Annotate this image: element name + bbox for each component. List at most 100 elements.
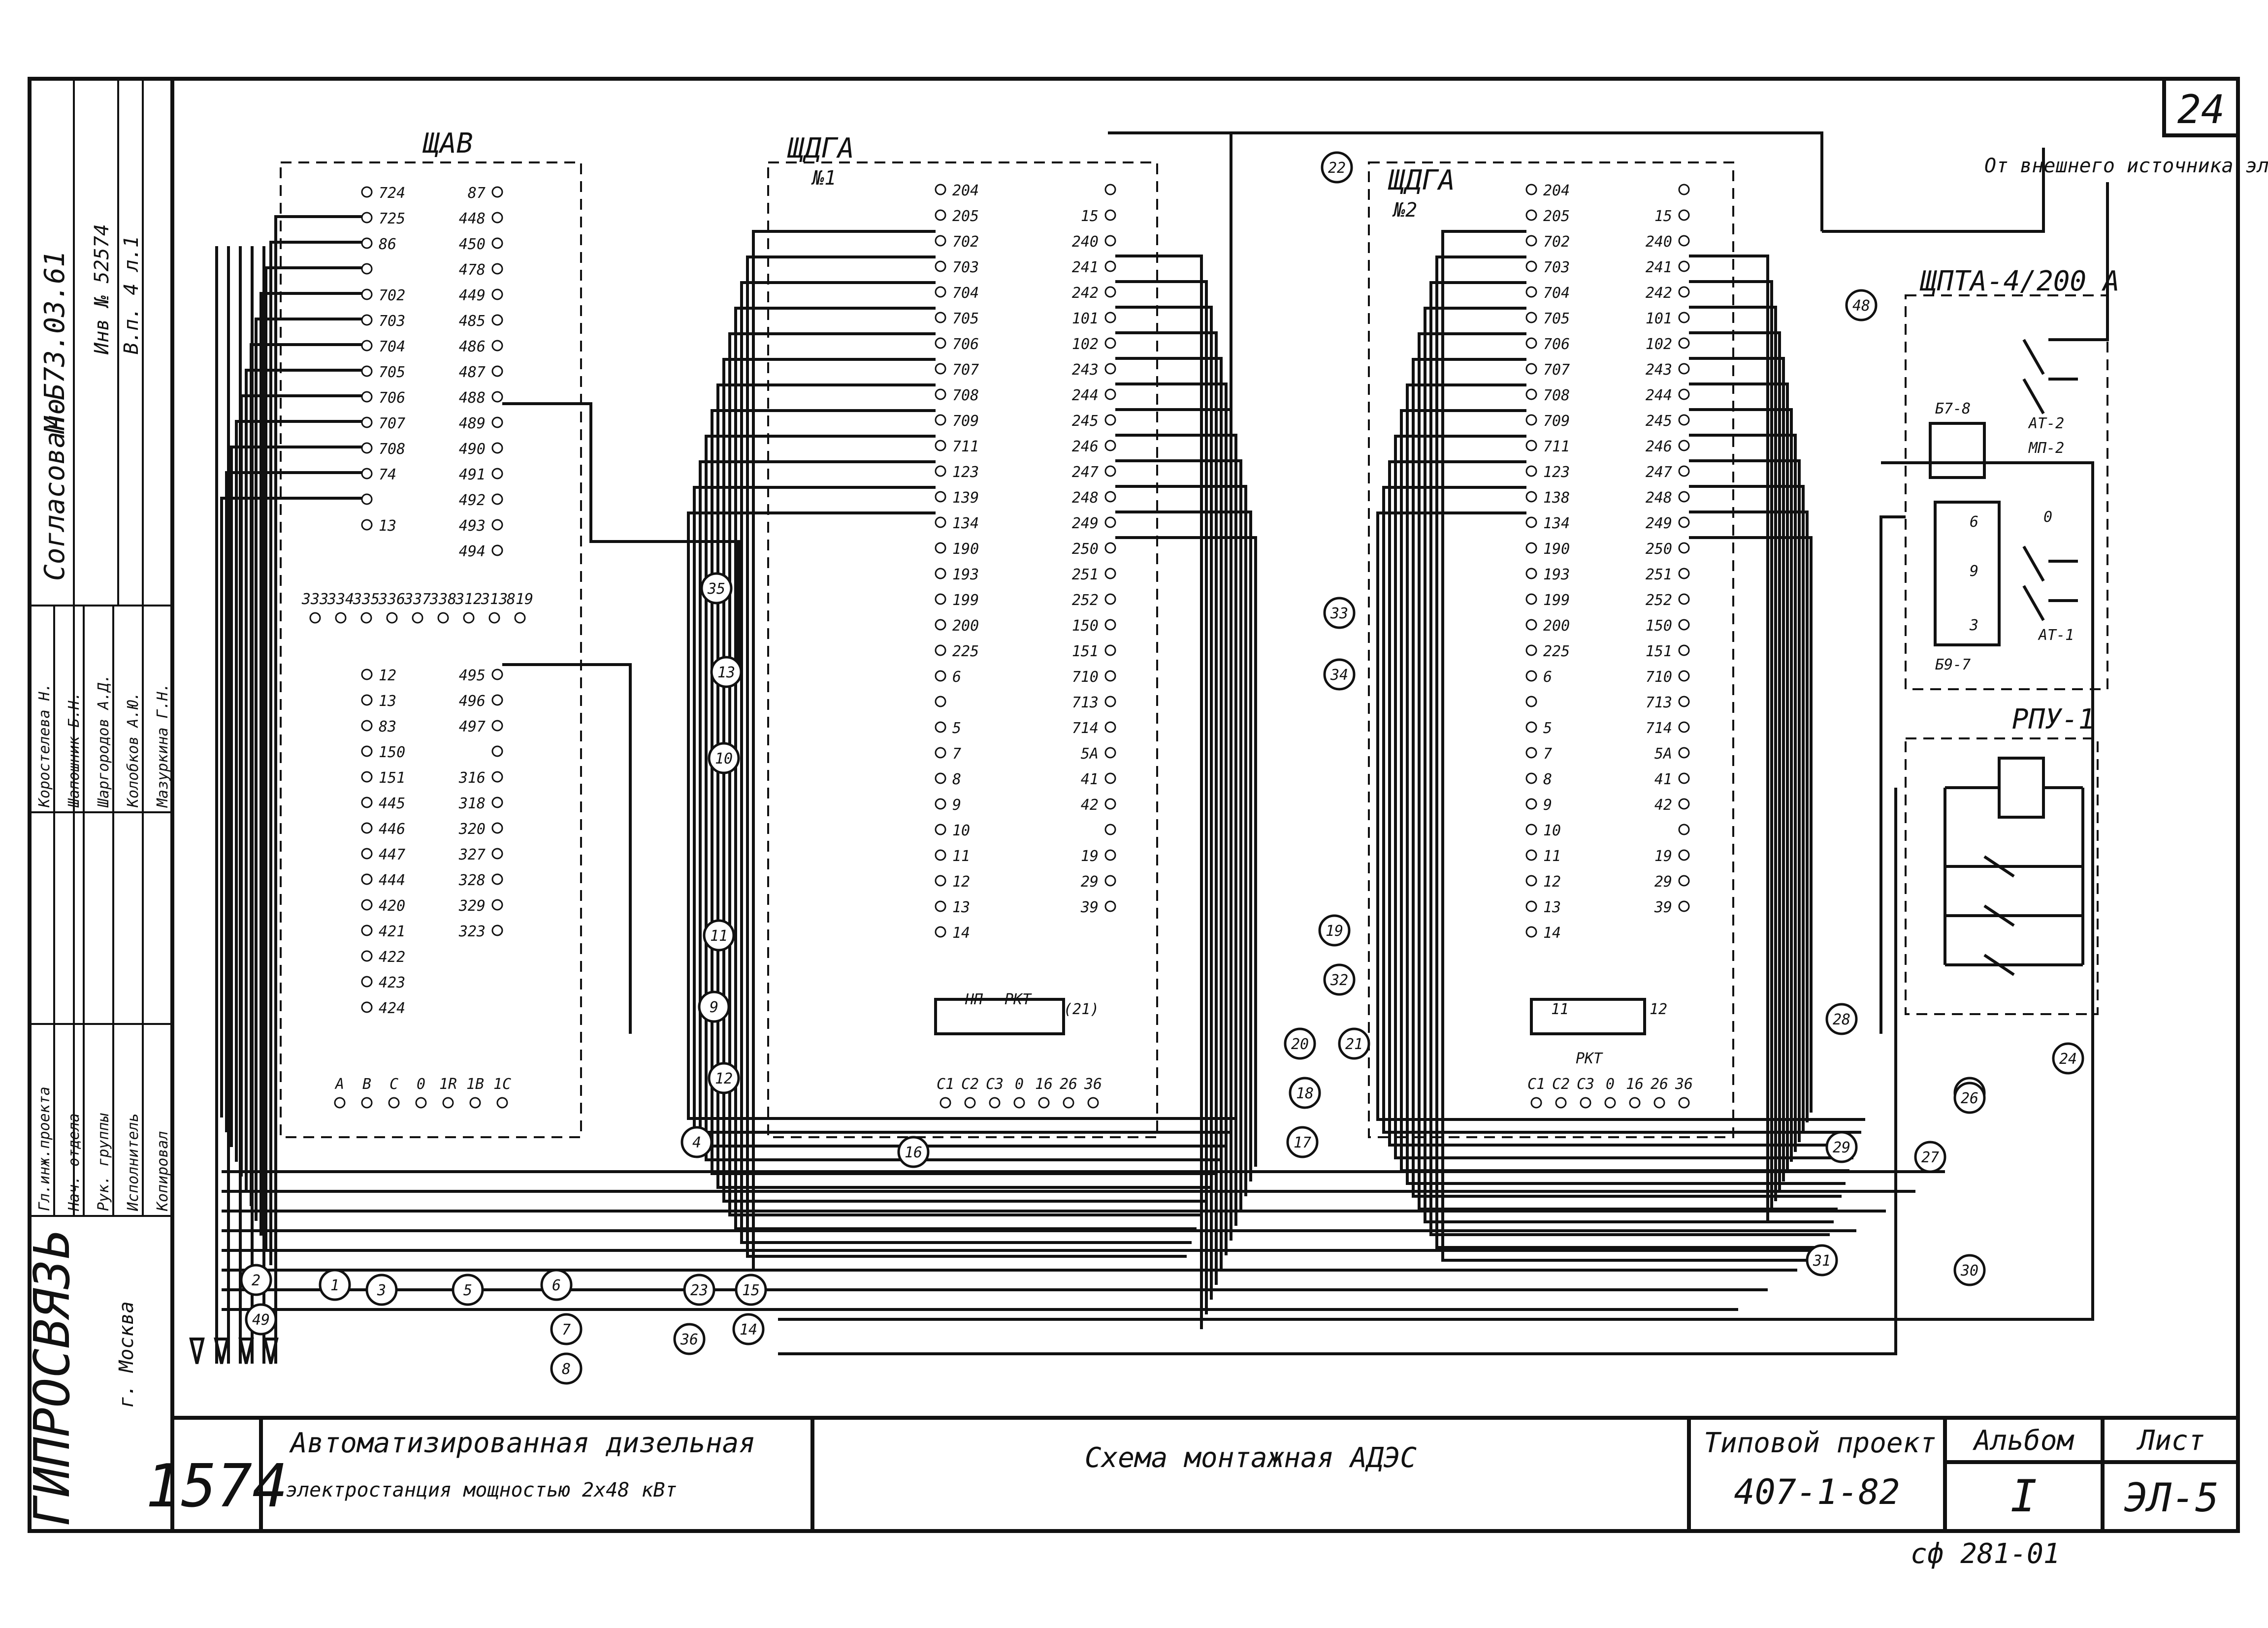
wire	[728, 332, 1201, 1216]
shav-right2-terminal	[491, 771, 503, 783]
shdga1-bottom-terminal	[989, 1097, 1001, 1109]
shdga2-left-terminal-label: 225	[1543, 643, 1570, 660]
cable-number: 11	[710, 927, 728, 945]
cable-marker	[710, 656, 743, 688]
shav-right-terminal-label: 485	[459, 313, 486, 330]
wire	[1441, 230, 1822, 1262]
shdga2-left-terminal	[1525, 900, 1537, 912]
shav-bottom-terminal-label: 1В	[466, 1076, 484, 1093]
shdga1-left-terminal	[935, 388, 946, 400]
shav-right2-terminal	[491, 925, 503, 936]
shdga2-right-terminal-label: 250	[1646, 541, 1672, 558]
wire	[255, 318, 362, 1221]
shdga1-left-terminal	[935, 926, 946, 938]
shav-mid-terminal-label: 336	[378, 591, 405, 608]
album-value: I	[2010, 1470, 2037, 1522]
shdga2-left-terminal	[1525, 747, 1537, 759]
shdga2-left-terminal-label: 10	[1543, 822, 1561, 839]
shdga1-left-terminal-label: 14	[952, 925, 970, 942]
shav-left2-terminal	[361, 899, 373, 911]
shav-left-terminal	[361, 237, 373, 249]
shdga1-right-terminal-label: 252	[1072, 592, 1099, 609]
shdga1-right-terminal	[1104, 363, 1116, 375]
shpta-label-mp2: МП-2	[2028, 440, 2064, 457]
shdga2-left-terminal	[1525, 312, 1537, 323]
shdga2-right-terminal	[1678, 388, 1690, 400]
shdga1-right-terminal	[1104, 875, 1116, 887]
shav-left2-terminal-label: 446	[379, 821, 405, 838]
shdga2-left-terminal-label: 708	[1543, 387, 1570, 404]
shdga2-left-terminal-label: 5	[1543, 720, 1552, 737]
wire	[1216, 131, 1823, 231]
cable-marker	[703, 919, 735, 952]
shav-left-terminal	[361, 186, 373, 198]
shdga1-left-terminal-label: 199	[952, 592, 979, 609]
shav-left-terminal	[361, 442, 373, 454]
cable-number: 4	[692, 1134, 701, 1151]
shdga2-right-terminal	[1678, 670, 1690, 682]
shdga1-left-terminal	[935, 772, 946, 784]
shdga1-left-terminal-label: 139	[952, 489, 979, 507]
shav-mid-terminal	[514, 612, 526, 624]
shav-right-terminal	[491, 391, 503, 403]
shav-mid-terminal-label: 337	[404, 591, 431, 608]
sig-role-4: Исполнитель	[125, 1113, 142, 1212]
project-value: 407-1-82	[1734, 1472, 1900, 1512]
cable-marker	[2052, 1042, 2084, 1075]
shdga1-right-terminal-label: 245	[1072, 413, 1099, 430]
shpta-title: ЩПТА-4/200 А	[1919, 265, 2120, 297]
shdga1-left-terminal	[935, 721, 946, 733]
shav-left-terminal-label: 86	[379, 236, 396, 253]
shav-left2-terminal	[361, 669, 373, 680]
shdga1-right-terminal	[1104, 491, 1116, 503]
wire	[1689, 536, 1813, 1113]
shav-left2-terminal-label: 13	[379, 693, 396, 710]
shdga2-left-terminal-label: 204	[1543, 182, 1570, 199]
sheet-label: Лист	[2137, 1425, 2205, 1457]
shav-right-terminal	[491, 493, 503, 505]
sheet-number-box: 24	[2162, 77, 2240, 137]
shdga1-right-terminal-label: 710	[1072, 669, 1099, 686]
shdga1-bottom-terminal-label: С3	[986, 1076, 1004, 1093]
shdga2-left-terminal	[1525, 491, 1537, 503]
shav-bottom-terminal	[361, 1097, 373, 1109]
cable-number: 15	[742, 1282, 760, 1299]
shdga1-left-terminal-label: 706	[952, 336, 979, 353]
shav-right2-terminal-label: 496	[459, 693, 486, 710]
sig-role-5: Копировал	[154, 1131, 171, 1212]
shdga1-right-terminal	[1104, 824, 1116, 835]
shdga1-left-terminal-label: 704	[952, 285, 979, 302]
rpu-internals	[1944, 757, 2084, 976]
shdga1-right-terminal-label: 250	[1072, 541, 1099, 558]
wire-arrow	[189, 1338, 205, 1364]
shdga1-right-terminal-label: 248	[1072, 489, 1099, 507]
shdga1-right-terminal-label: 102	[1072, 336, 1099, 353]
cable-marker	[240, 1264, 272, 1296]
shpta-internals: АТ-2 МП-2 Б7-8 6 9 3 Б9-7 0 АТ-1	[1929, 338, 2078, 673]
shav-right2-terminal	[491, 822, 503, 834]
shdga2-right-terminal	[1678, 337, 1690, 349]
shav-left2-terminal-label: 423	[379, 974, 405, 991]
shdga2-right-terminal	[1678, 542, 1690, 554]
cable-marker	[1338, 1027, 1370, 1060]
shdga1-right-terminal-label: 713	[1072, 694, 1099, 711]
shdga2-left-terminal-label: 11	[1543, 848, 1561, 865]
shav-right2-terminal-label: 320	[458, 821, 486, 838]
shav-right-terminal-label: 487	[459, 364, 486, 381]
shav-bottom-terminal	[388, 1097, 400, 1109]
wire	[230, 446, 362, 1147]
shdga2-right-terminal	[1678, 824, 1690, 835]
shdga1-bottom-terminal	[1038, 1097, 1050, 1109]
wire-harness	[189, 131, 2109, 1364]
cable-number: 29	[1833, 1139, 1850, 1156]
cable-marker	[1289, 1077, 1321, 1109]
sig-name-4: Колобков А.Ю.	[125, 692, 142, 808]
shpta-label-3: 3	[1969, 617, 1978, 634]
shdga1-right-terminal	[1104, 619, 1116, 631]
shdga2-left-terminal	[1525, 440, 1537, 451]
wire	[778, 788, 1897, 1355]
shdga2-left-terminal-label: 709	[1543, 413, 1570, 430]
shdga1-bottom-terminal	[940, 1097, 951, 1109]
shdga2-left-terminal	[1525, 363, 1537, 375]
